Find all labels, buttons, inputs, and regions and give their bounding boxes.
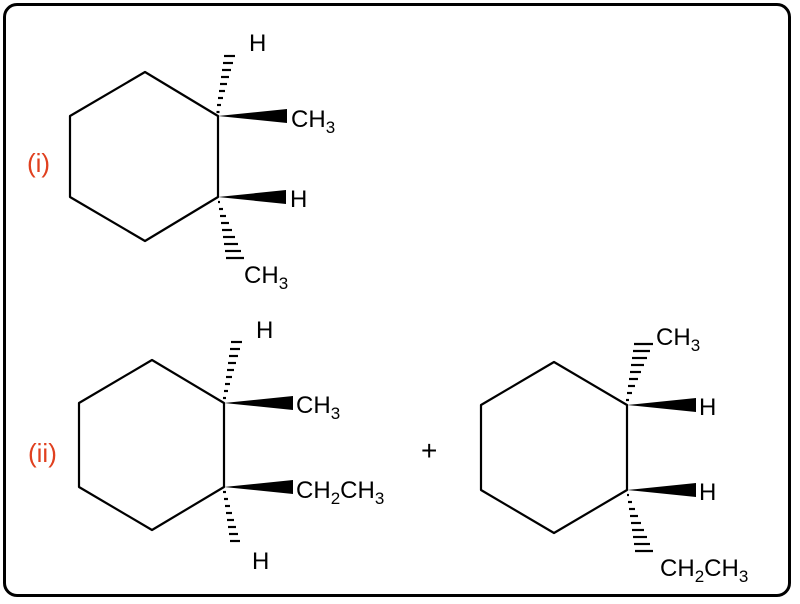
hashed-bond-top-h-ii xyxy=(223,340,242,400)
structure-i: (i) H CH3 H xyxy=(27,30,335,293)
cyclohexane-ring-i xyxy=(68,70,220,243)
plus-sign: + xyxy=(421,435,437,466)
hashed-bond-ch3-lower-i xyxy=(218,200,244,260)
wedge-bond-h-i xyxy=(218,190,286,204)
hashed-bond-ch3-ii-right xyxy=(626,342,653,402)
figure-frame xyxy=(3,3,791,597)
structure-ii-left: (ii) H CH3 CH2CH3 xyxy=(28,317,384,575)
atom-h-mid-i: H xyxy=(290,186,307,213)
cyclohexane-ring-ii-right xyxy=(479,360,629,535)
label-structure-ii: (ii) xyxy=(28,438,57,468)
atom-h-top-ii: H xyxy=(256,317,273,344)
hashed-bond-bottom-h-ii xyxy=(223,490,240,543)
wedge-bond-ch3-i xyxy=(218,109,287,123)
wedge-bond-h-lower-ii-right xyxy=(627,483,696,497)
atom-ch3-upper-i: CH3 xyxy=(291,106,335,137)
wedge-bond-h-upper-ii-right xyxy=(627,398,696,412)
atom-ch3-ii-right: CH3 xyxy=(656,324,700,355)
label-structure-i: (i) xyxy=(27,148,50,178)
cyclohexane-ring-ii-left xyxy=(77,358,226,532)
wedge-bond-ch3-ii xyxy=(224,396,293,410)
atom-h-upper-ii-right: H xyxy=(699,394,716,421)
atom-ch3-ii: CH3 xyxy=(296,392,340,423)
atom-ch3-lower-i: CH3 xyxy=(244,262,288,293)
structure-ii-right: CH3 H H CH2CH3 xyxy=(479,324,748,586)
atom-h-top-i: H xyxy=(249,30,266,57)
atom-h-lower-ii-right: H xyxy=(699,479,716,506)
atom-ethyl-ii-right: CH2CH3 xyxy=(660,555,748,586)
hashed-bond-ethyl-ii-right xyxy=(627,493,653,553)
wedge-bond-ethyl-ii xyxy=(224,480,293,494)
hashed-bond-top-h-i xyxy=(216,54,235,114)
atom-h-bottom-ii: H xyxy=(252,548,269,575)
atom-ethyl-ii: CH2CH3 xyxy=(296,477,384,508)
